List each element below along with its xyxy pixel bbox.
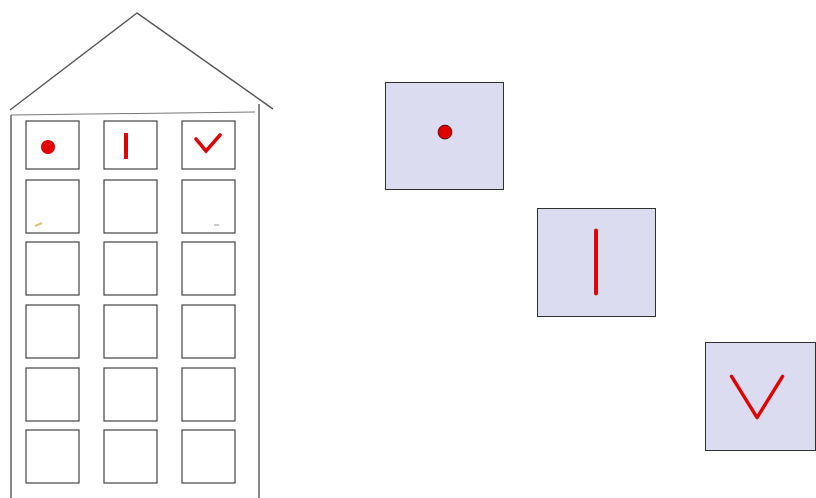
house-window bbox=[104, 305, 157, 358]
card-vertical-line[interactable] bbox=[537, 208, 656, 317]
house-roof bbox=[10, 13, 273, 110]
card-dot[interactable] bbox=[385, 82, 504, 190]
house-window bbox=[26, 430, 79, 483]
house-window bbox=[104, 430, 157, 483]
house-window bbox=[104, 180, 157, 233]
house-window bbox=[26, 305, 79, 358]
v-mark-icon bbox=[732, 376, 783, 417]
house-window bbox=[182, 180, 235, 233]
house-window bbox=[182, 305, 235, 358]
red-dot-icon bbox=[41, 140, 55, 154]
window-grid bbox=[26, 121, 235, 483]
house-window bbox=[104, 242, 157, 295]
smudge-mark bbox=[35, 223, 42, 226]
house-window bbox=[182, 368, 235, 421]
house-drawing bbox=[0, 0, 290, 498]
house-window bbox=[104, 121, 157, 169]
house-window bbox=[26, 242, 79, 295]
house-window bbox=[26, 180, 79, 233]
house-window bbox=[104, 368, 157, 421]
house-window bbox=[182, 242, 235, 295]
house-eave bbox=[11, 112, 255, 115]
house-window bbox=[26, 368, 79, 421]
house-window bbox=[182, 121, 235, 169]
house-window bbox=[182, 430, 235, 483]
v-mark-icon bbox=[196, 135, 220, 151]
card-v-mark[interactable] bbox=[705, 342, 816, 451]
red-dot-icon bbox=[438, 125, 452, 139]
